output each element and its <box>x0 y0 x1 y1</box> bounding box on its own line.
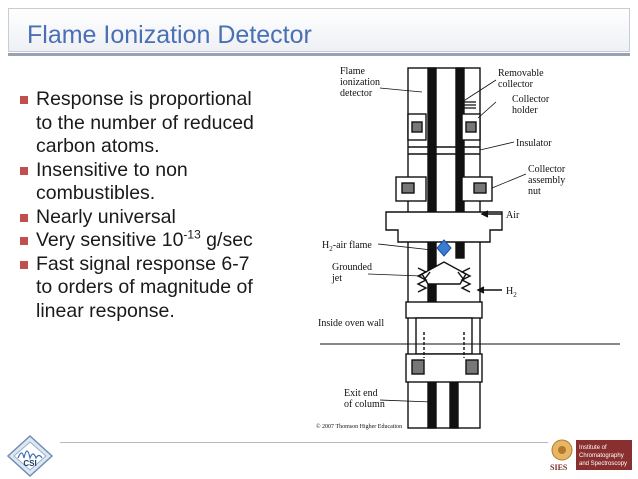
bullet-item: Fast signal response 6-7 to orders of ma… <box>20 253 315 324</box>
bullet-line: to the number of reduced <box>36 111 254 134</box>
sensitivity-exponent: -13 <box>183 227 201 242</box>
label-fid-1: Flame <box>340 66 366 77</box>
label-h2-flame-rest: -air flame <box>333 240 373 251</box>
label-oven-wall: Inside oven wall <box>318 318 384 329</box>
bullet-marker <box>20 237 28 245</box>
label-removable-1: Removable <box>498 68 544 79</box>
sensitivity-unit: g/sec <box>200 229 253 251</box>
sies-sub-3: and Spectroscopy <box>579 461 627 467</box>
bullet-item: Nearly universal <box>20 206 315 230</box>
label-grounded-1: Grounded <box>332 262 372 273</box>
bullet-marker <box>20 166 28 175</box>
label-h2: H2 <box>506 286 517 299</box>
bullet-line: Insensitive to non <box>36 158 188 181</box>
label-assembly-3: nut <box>528 186 541 197</box>
bullet-line: Nearly universal <box>36 205 176 228</box>
fid-diagram: Flame ionization detector Removable coll… <box>316 66 620 430</box>
bullet-item: Very sensitive 10-13 g/sec <box>20 229 315 253</box>
bullet-item: Insensitive to non combustibles. <box>20 159 315 206</box>
footer <box>0 432 638 479</box>
label-h2-flame-h: H <box>322 240 329 251</box>
label-assembly-2: assembly <box>528 175 565 186</box>
sies-sub-1: Institute of <box>579 445 607 451</box>
sies-logo-text: SIES <box>550 463 568 472</box>
label-h2-flame-sub: 2 <box>329 245 333 253</box>
csi-logo: CSI <box>6 434 54 478</box>
flame-icon <box>436 239 452 257</box>
label-h2-sub: 2 <box>513 291 517 299</box>
label-removable-2: collector <box>498 79 534 90</box>
label-h2-flame: H2-air flame <box>322 240 372 253</box>
label-assembly-1: Collector <box>528 164 566 175</box>
sies-logo: SIES Institute of Chromatography and Spe… <box>550 439 632 472</box>
bullet-item: Response is proportional to the number o… <box>20 88 315 159</box>
title-underline <box>8 53 630 56</box>
title-bar: Flame Ionization Detector <box>8 8 630 52</box>
bullet-line: Fast signal response 6-7 <box>36 252 250 275</box>
label-holder-2: holder <box>512 105 538 116</box>
label-insulator: Insulator <box>516 138 552 149</box>
label-fid-2: ionization <box>340 77 380 88</box>
bullet-line: carbon atoms. <box>36 135 160 157</box>
csi-logo-text: CSI <box>23 459 36 468</box>
label-grounded-2: jet <box>331 273 342 284</box>
bullet-marker <box>20 213 28 222</box>
bullet-marker <box>20 96 28 104</box>
label-fid-3: detector <box>340 88 373 99</box>
label-exit-2: of column <box>344 399 385 410</box>
bullet-line: linear response. <box>36 299 175 322</box>
bullet-line: Response is proportional <box>36 88 252 110</box>
label-exit-1: Exit end <box>344 388 378 399</box>
label-air: Air <box>506 210 520 221</box>
copyright-text: © 2007 Thomson Higher Education <box>316 423 402 430</box>
footer-divider <box>60 442 548 443</box>
sies-sub-2: Chromatography <box>579 453 624 459</box>
bullet-line: to orders of magnitude of <box>36 276 253 298</box>
label-holder-1: Collector <box>512 94 550 105</box>
bullet-line: combustibles. <box>36 182 156 204</box>
label-h2-h: H <box>506 286 513 297</box>
sensitivity-text: Very sensitive 10 <box>36 229 184 251</box>
bullet-line: Very sensitive 10-13 g/sec <box>36 229 315 253</box>
slide-title: Flame Ionization Detector <box>27 21 312 49</box>
bullet-marker <box>20 260 28 269</box>
bullet-list: Response is proportional to the number o… <box>20 88 315 323</box>
